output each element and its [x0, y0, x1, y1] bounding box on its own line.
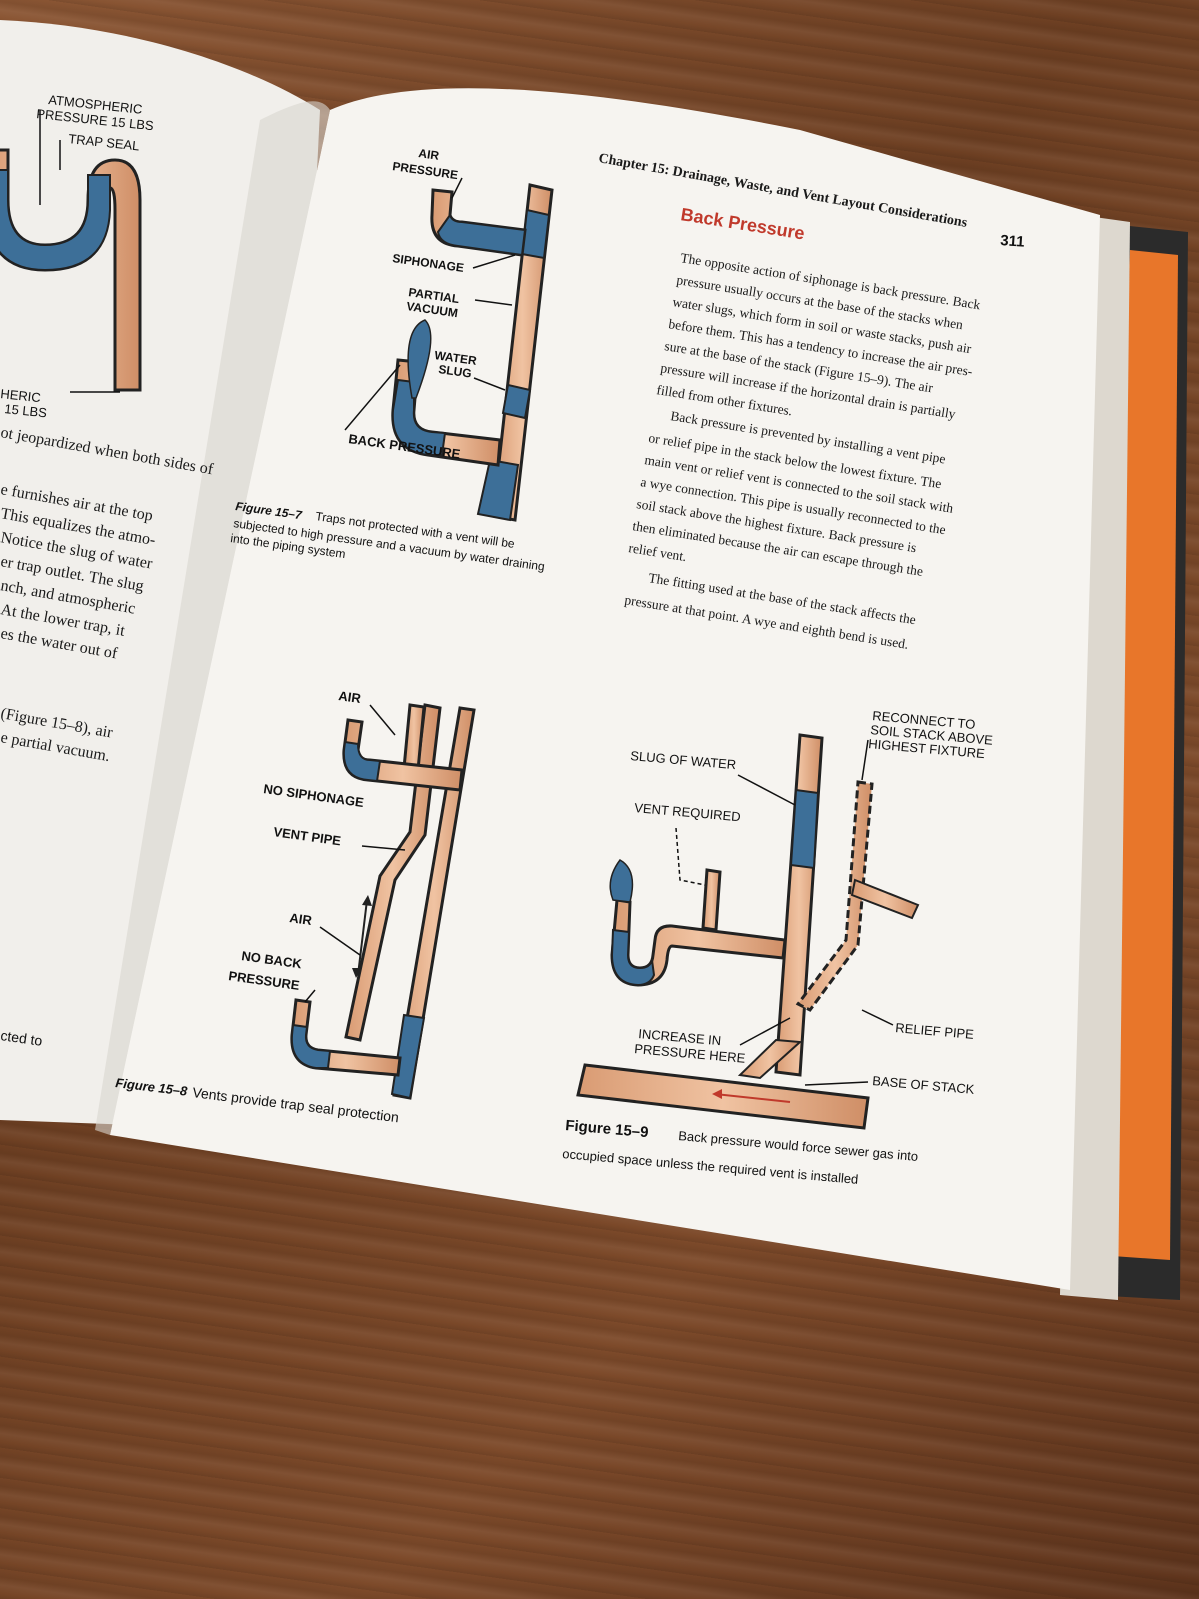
- air-top-label: AIR: [338, 688, 363, 706]
- horizontal-drain: [576, 1063, 870, 1130]
- pressure-bottom-label: 15 LBS: [4, 401, 48, 420]
- increase-label-1: INCREASE IN: [638, 1026, 722, 1048]
- gutter-shadow: [95, 101, 330, 1136]
- atmospheric-bottom-label: HERIC: [0, 386, 41, 405]
- water-label: WATER: [434, 348, 478, 368]
- page-number: 311: [1000, 232, 1025, 251]
- water-splash: [407, 319, 432, 399]
- relief-pipe-label: RELIEF PIPE: [895, 1020, 975, 1042]
- trap-seal-label: TRAP SEAL: [68, 131, 140, 153]
- air-mid-label: AIR: [289, 910, 314, 928]
- slug-label: SLUG: [438, 362, 473, 381]
- vent-pipe: [344, 703, 442, 1042]
- figure-15-9: RECONNECT TO SOIL STACK ABOVE HIGHEST FI…: [562, 708, 994, 1187]
- air-pressure-label-1: AIR: [418, 146, 441, 163]
- trap-water: [0, 169, 111, 272]
- left-fragment: cted to: [0, 1027, 44, 1049]
- water-slug-15-9: [789, 788, 820, 870]
